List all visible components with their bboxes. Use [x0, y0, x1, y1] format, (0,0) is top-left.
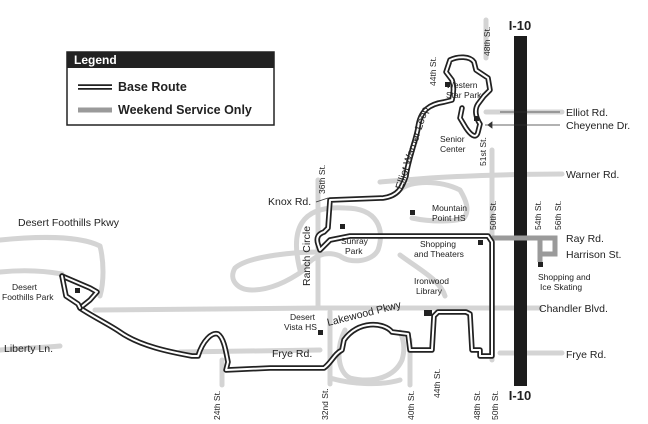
street-liberty-ln-west — [0, 343, 63, 353]
mountain-point-hs-marker — [410, 210, 415, 215]
highway-label-top: I-10 — [509, 18, 531, 33]
road-label-cheyenne-dr: Cheyenne Dr. — [566, 120, 630, 132]
road-label-frye-rd-east: Frye Rd. — [566, 349, 606, 361]
road-label-ranch-circle: Ranch Circle — [301, 226, 313, 286]
road-label-warner-rd: Warner Rd. — [566, 169, 619, 181]
street-network — [0, 17, 565, 388]
street-ranch-circle — [230, 249, 321, 293]
place-label-desert-foothills-park: Desert Foothills Park — [2, 282, 54, 302]
weekend-route-loop — [537, 235, 558, 257]
road-label-desert-foothills-pkwy: Desert Foothills Pkwy — [18, 217, 120, 229]
road-label-54th-st: 54th St. — [533, 201, 543, 230]
place-labels: Western Star Park Senior Center Mountain… — [2, 80, 593, 332]
road-label-50th-st-bottom: 50th St. — [490, 391, 500, 420]
road-label-51st-st: 51st St. — [478, 137, 488, 166]
base-route-west-loop-inner — [61, 275, 81, 309]
shopping-theaters-marker — [478, 240, 483, 245]
place-label-sunray-park: Sunray Park — [341, 236, 370, 256]
legend-header — [67, 52, 274, 68]
road-label-48th-st-top: 48th St. — [482, 27, 492, 56]
road-label-chandler-blvd: Chandler Blvd. — [539, 303, 608, 315]
legend-weekend-label: Weekend Service Only — [118, 103, 252, 117]
street-frye-rd-west — [177, 347, 323, 355]
road-label-44th-st-top: 44th St. — [428, 57, 438, 86]
road-label-40th-st: 40th St. — [406, 391, 416, 420]
road-label-ray-rd: Ray Rd. — [566, 233, 604, 245]
senior-center-marker — [474, 116, 479, 121]
cheyenne-dr-arrow — [487, 121, 493, 129]
leader-lines — [315, 111, 560, 203]
street-frye-south — [327, 375, 403, 387]
place-label-ironwood-library: Ironwood Library — [414, 276, 451, 296]
base-route-inner — [61, 56, 493, 371]
place-label-western-star-park: Western Star Park — [446, 80, 482, 100]
place-label-shopping-theaters: Shopping and Theaters — [414, 239, 464, 259]
street-mountain-point-loop — [397, 180, 470, 224]
road-label-50th-st-mid: 50th St. — [488, 201, 498, 230]
desert-vista-hs-marker — [318, 330, 323, 335]
street-sunray-loop — [294, 205, 383, 273]
base-route — [59, 54, 495, 373]
road-label-48th-st-bottom: 48th St. — [472, 391, 482, 420]
road-label-44th-st-bottom: 44th St. — [432, 369, 442, 398]
shopping-ice-marker — [538, 262, 543, 267]
ironwood-library-marker — [424, 310, 432, 316]
road-label-knox-rd: Knox Rd. — [268, 196, 311, 208]
place-label-desert-vista-hs: Desert Vista HS — [284, 312, 317, 332]
legend: Legend Base Route Weekend Service Only — [66, 51, 275, 126]
knox-rd-leader — [315, 197, 329, 203]
western-star-park-marker — [445, 82, 450, 87]
sunray-park-marker — [340, 224, 345, 229]
road-label-frye-rd-west: Frye Rd. — [272, 348, 312, 360]
street-desert-foothills-pkwy — [0, 235, 106, 299]
desert-foothills-park-marker — [75, 288, 80, 293]
landmark-markers — [75, 82, 543, 335]
place-label-senior-center: Senior Center — [440, 134, 467, 154]
road-label-elliot-rd: Elliot Rd. — [566, 107, 608, 119]
road-label-56th-st: 56th St. — [553, 201, 563, 230]
place-label-shopping-ice: Shopping and Ice Skating — [538, 272, 593, 292]
legend-title: Legend — [74, 53, 117, 67]
road-label-32nd-st: 32nd St. — [320, 388, 330, 420]
highway-i10: I-10 I-10 — [509, 18, 531, 403]
highway-label-bottom: I-10 — [509, 388, 531, 403]
road-label-liberty-ln: Liberty Ln. — [4, 343, 53, 355]
road-label-24th-st: 24th St. — [212, 391, 222, 420]
street-library-loop — [397, 252, 448, 299]
highway-i10-road — [514, 36, 527, 386]
place-label-mountain-point-hs: Mountain Point HS — [432, 203, 469, 223]
street-warner-rd — [377, 171, 565, 185]
road-label-harrison-st: Harrison St. — [566, 249, 621, 261]
weekend-route — [492, 235, 558, 262]
legend-base-label: Base Route — [118, 80, 187, 94]
road-label-36th-st: 36th St. — [317, 165, 327, 194]
street-foothills-west — [0, 268, 65, 277]
street-lakewood-loop — [336, 327, 407, 383]
